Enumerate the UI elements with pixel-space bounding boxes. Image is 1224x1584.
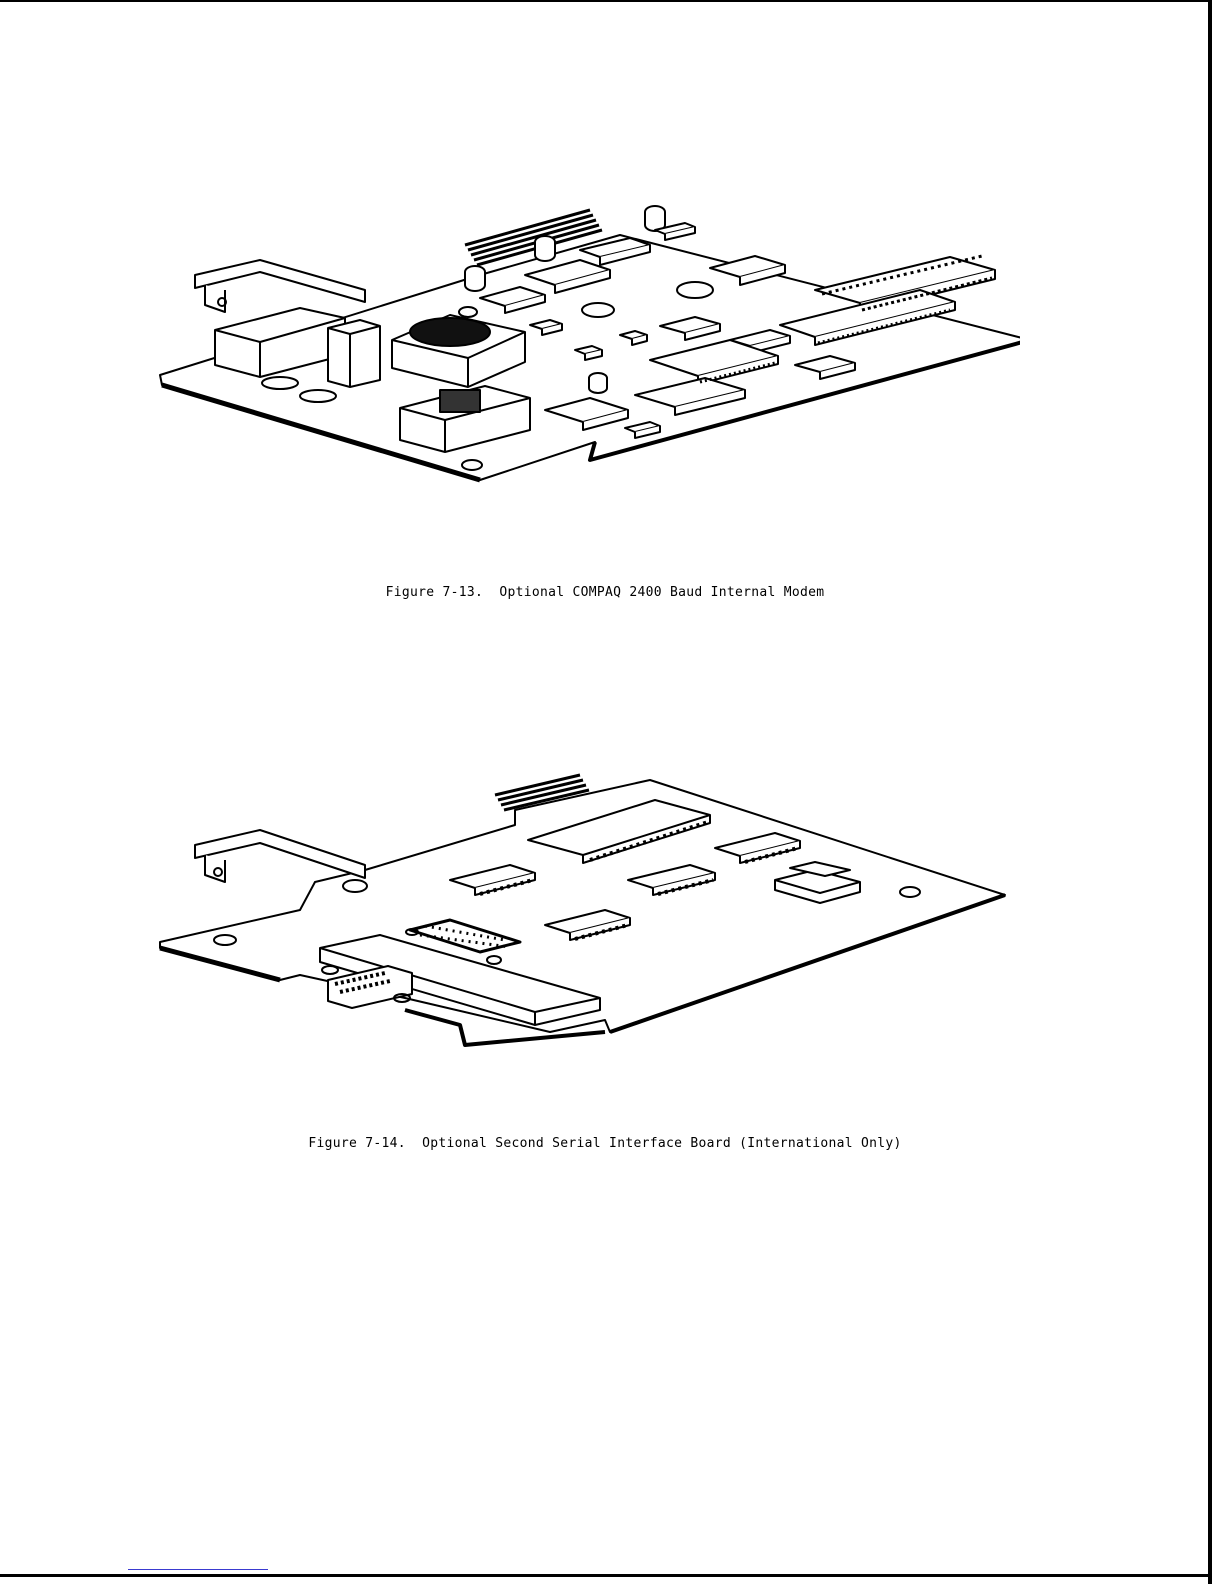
figure-7-13-caption: Figure 7-13. Optional COMPAQ 2400 Baud I… bbox=[0, 585, 1210, 600]
page-border-bottom bbox=[0, 1574, 1212, 1577]
page-border-top bbox=[0, 0, 1212, 2]
modem-board-illustration bbox=[150, 190, 1020, 490]
serial-board-illustration bbox=[150, 770, 1020, 1070]
figure-7-14-caption: Figure 7-14. Optional Second Serial Inte… bbox=[0, 1136, 1210, 1151]
page-border-right bbox=[1208, 0, 1212, 1584]
footer-link-underline[interactable] bbox=[128, 1569, 268, 1570]
